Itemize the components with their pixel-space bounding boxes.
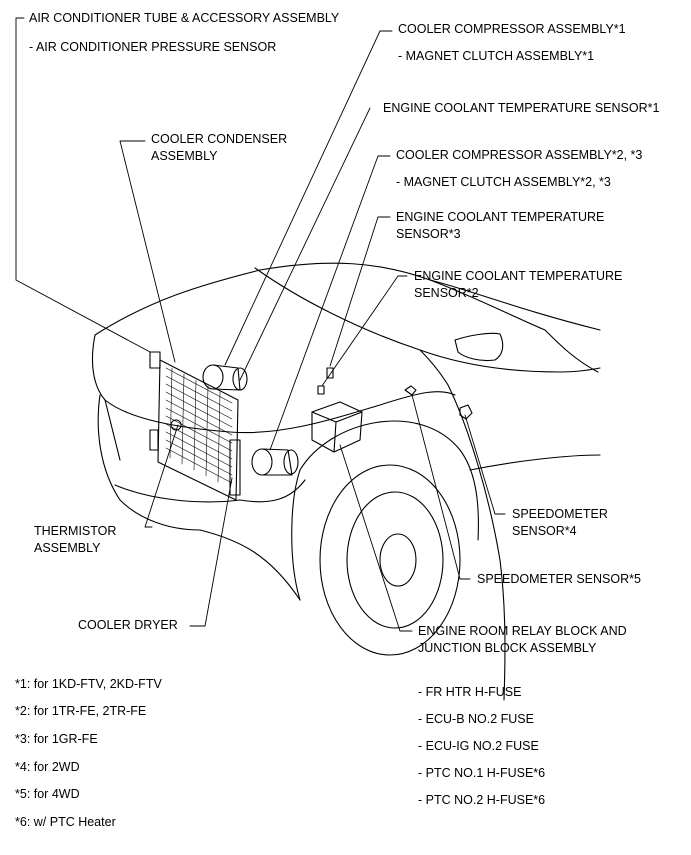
label-compressor-23: COOLER COMPRESSOR ASSEMBLY*2, *3 [396,148,643,162]
label-relay-block: ENGINE ROOM RELAY BLOCK AND JUNCTION BLO… [418,624,627,655]
footnote-6: *6: w/ PTC Heater [15,815,116,829]
label-ac-pressure-sensor: - AIR CONDITIONER PRESSURE SENSOR [29,40,277,54]
sensor-parts [170,367,473,431]
footnote-2: *2: for 1TR-FE, 2TR-FE [15,704,147,718]
fuse-item: - FR HTR H-FUSE [418,685,522,699]
footnote-4: *4: for 2WD [15,760,80,774]
footnote-5: *5: for 4WD [15,787,80,801]
relay-block-drawing [311,401,363,453]
label-magnet-clutch-1: - MAGNET CLUTCH ASSEMBLY*1 [398,49,595,63]
condenser-drawing [149,351,241,501]
label-ect-sensor-1: ENGINE COOLANT TEMPERATURE SENSOR*1 [383,101,660,115]
fuse-item: - PTC NO.2 H-FUSE*6 [418,793,546,807]
leader-lines [15,17,506,632]
footnote-3: *3: for 1GR-FE [15,732,98,746]
label-cooler-condenser: COOLER CONDENSER ASSEMBLY [151,132,288,163]
label-speedometer-sensor-4: SPEEDOMETER SENSOR*4 [512,507,608,538]
compressor-23-drawing [251,448,299,476]
label-speedometer-sensor-5: SPEEDOMETER SENSOR*5 [477,572,641,586]
vehicle-outline [91,262,601,701]
label-cooler-dryer: COOLER DRYER [78,618,178,632]
fuse-item: - ECU-IG NO.2 FUSE [418,739,539,753]
label-ect-sensor-3: ENGINE COOLANT TEMPERATURE SENSOR*3 [396,210,605,241]
compressor-1-drawing [202,364,248,391]
fuse-item: - ECU-B NO.2 FUSE [418,712,534,726]
fuse-item: - PTC NO.1 H-FUSE*6 [418,766,546,780]
label-thermistor: THERMISTOR ASSEMBLY [34,524,117,555]
label-magnet-clutch-23: - MAGNET CLUTCH ASSEMBLY*2, *3 [396,175,611,189]
label-ac-tube: AIR CONDITIONER TUBE & ACCESSORY ASSEMBL… [29,11,340,25]
label-ect-sensor-2: ENGINE COOLANT TEMPERATURE SENSOR*2 [414,269,623,300]
footnote-1: *1: for 1KD-FTV, 2KD-FTV [15,677,162,691]
front-wheel [319,464,461,656]
label-compressor-1: COOLER COMPRESSOR ASSEMBLY*1 [398,22,626,36]
